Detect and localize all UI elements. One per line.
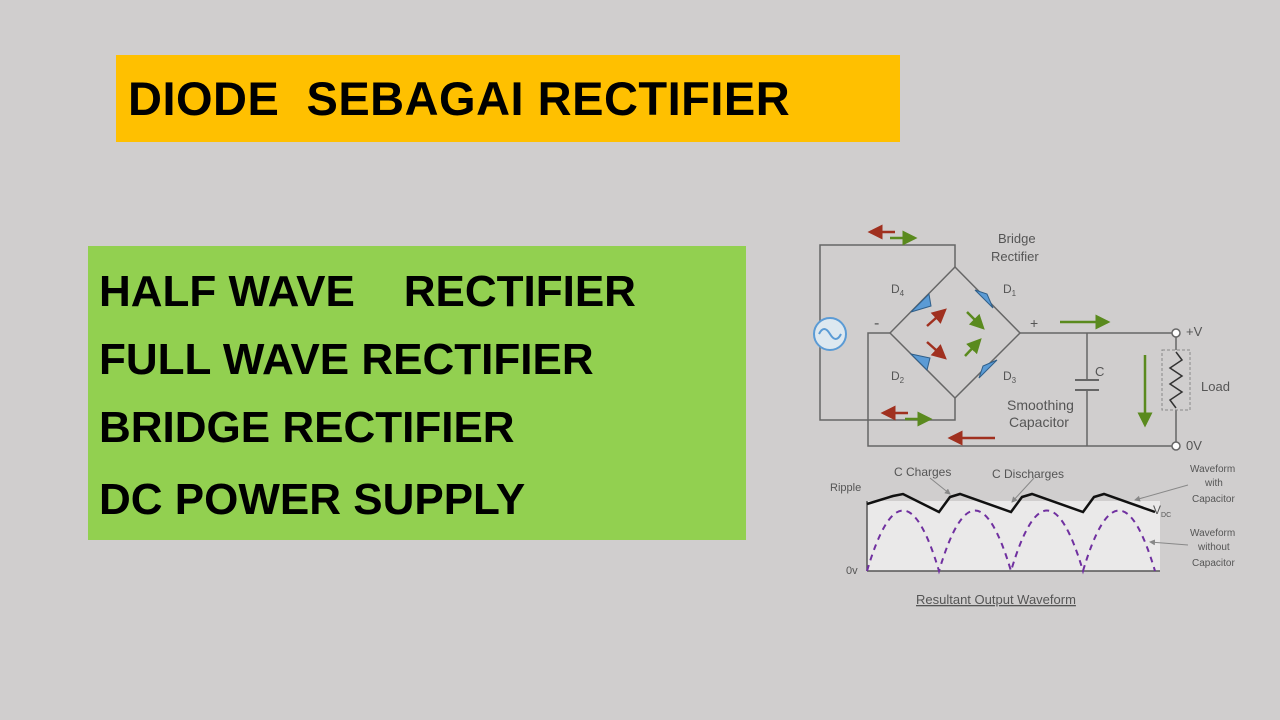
waveform-without-label-line2: without: [1197, 542, 1230, 553]
slide-title: DIODE SEBAGAI RECTIFIER: [128, 72, 791, 125]
smoothing-label-line1: Smoothing: [1007, 397, 1074, 413]
vdc-label: VDC: [1153, 503, 1171, 519]
list-item-bridge: BRIDGE RECTIFIER: [99, 403, 515, 452]
topic-list: HALF WAVE RECTIFIER FULL WAVE RECTIFIER …: [88, 246, 746, 540]
diode-d1-label: D1: [1003, 282, 1017, 298]
waveform-caption: Resultant Output Waveform: [916, 592, 1076, 607]
title-banner: DIODE SEBAGAI RECTIFIER: [116, 55, 900, 142]
list-item-full-wave: FULL WAVE RECTIFIER: [99, 335, 594, 384]
diode-d2-label: D2: [891, 369, 905, 385]
list-item-half-wave: HALF WAVE RECTIFIER: [99, 267, 636, 316]
c-charges-label: C Charges: [894, 465, 951, 479]
diode-d4-label: D4: [891, 282, 905, 298]
load-label: Load: [1201, 379, 1230, 394]
zero-voltage-label: 0V: [1186, 438, 1202, 453]
waveform-with-label-line1: Waveform: [1190, 464, 1235, 475]
diode-d3-label: D3: [1003, 369, 1017, 385]
positive-voltage-label: +V: [1186, 324, 1203, 339]
diode-icon: [909, 289, 998, 379]
bridge-label-line1: Bridge: [998, 231, 1036, 246]
waveform-without-label-line3: Capacitor: [1192, 558, 1235, 569]
waveform-area: [867, 501, 1160, 571]
positive-terminal-icon: [1171, 328, 1181, 338]
load-resistor-icon: [1161, 349, 1191, 411]
plus-label: +: [1030, 315, 1038, 331]
bridge-rectifier-diagram: Bridge Rectifier D4 D1 D2 D3 - + C Smoot…: [813, 224, 1235, 607]
capacitor-icon: [1075, 379, 1099, 391]
waveform-without-label-line1: Waveform: [1190, 528, 1235, 539]
waveform-without-capacitor: [866, 509, 1156, 575]
smoothing-label-line2: Capacitor: [1009, 414, 1069, 430]
minus-label: -: [874, 315, 879, 332]
waveform-with-label-line2: with: [1204, 478, 1223, 489]
zero-v-waveform-label: 0v: [846, 565, 858, 577]
ripple-label: Ripple: [830, 482, 861, 494]
circuit-wires: [819, 244, 1180, 447]
bridge-label-line2: Rectifier: [991, 249, 1039, 264]
ac-source-icon: [813, 317, 847, 351]
list-item-dc-power: DC POWER SUPPLY: [99, 475, 526, 524]
waveform-with-capacitor: [866, 492, 1156, 514]
current-arrow-icon: [867, 224, 1153, 446]
ground-terminal-icon: [1171, 441, 1181, 451]
capacitor-letter: C: [1095, 364, 1104, 379]
waveform-with-label-line3: Capacitor: [1192, 494, 1235, 505]
c-discharges-label: C Discharges: [992, 467, 1064, 481]
